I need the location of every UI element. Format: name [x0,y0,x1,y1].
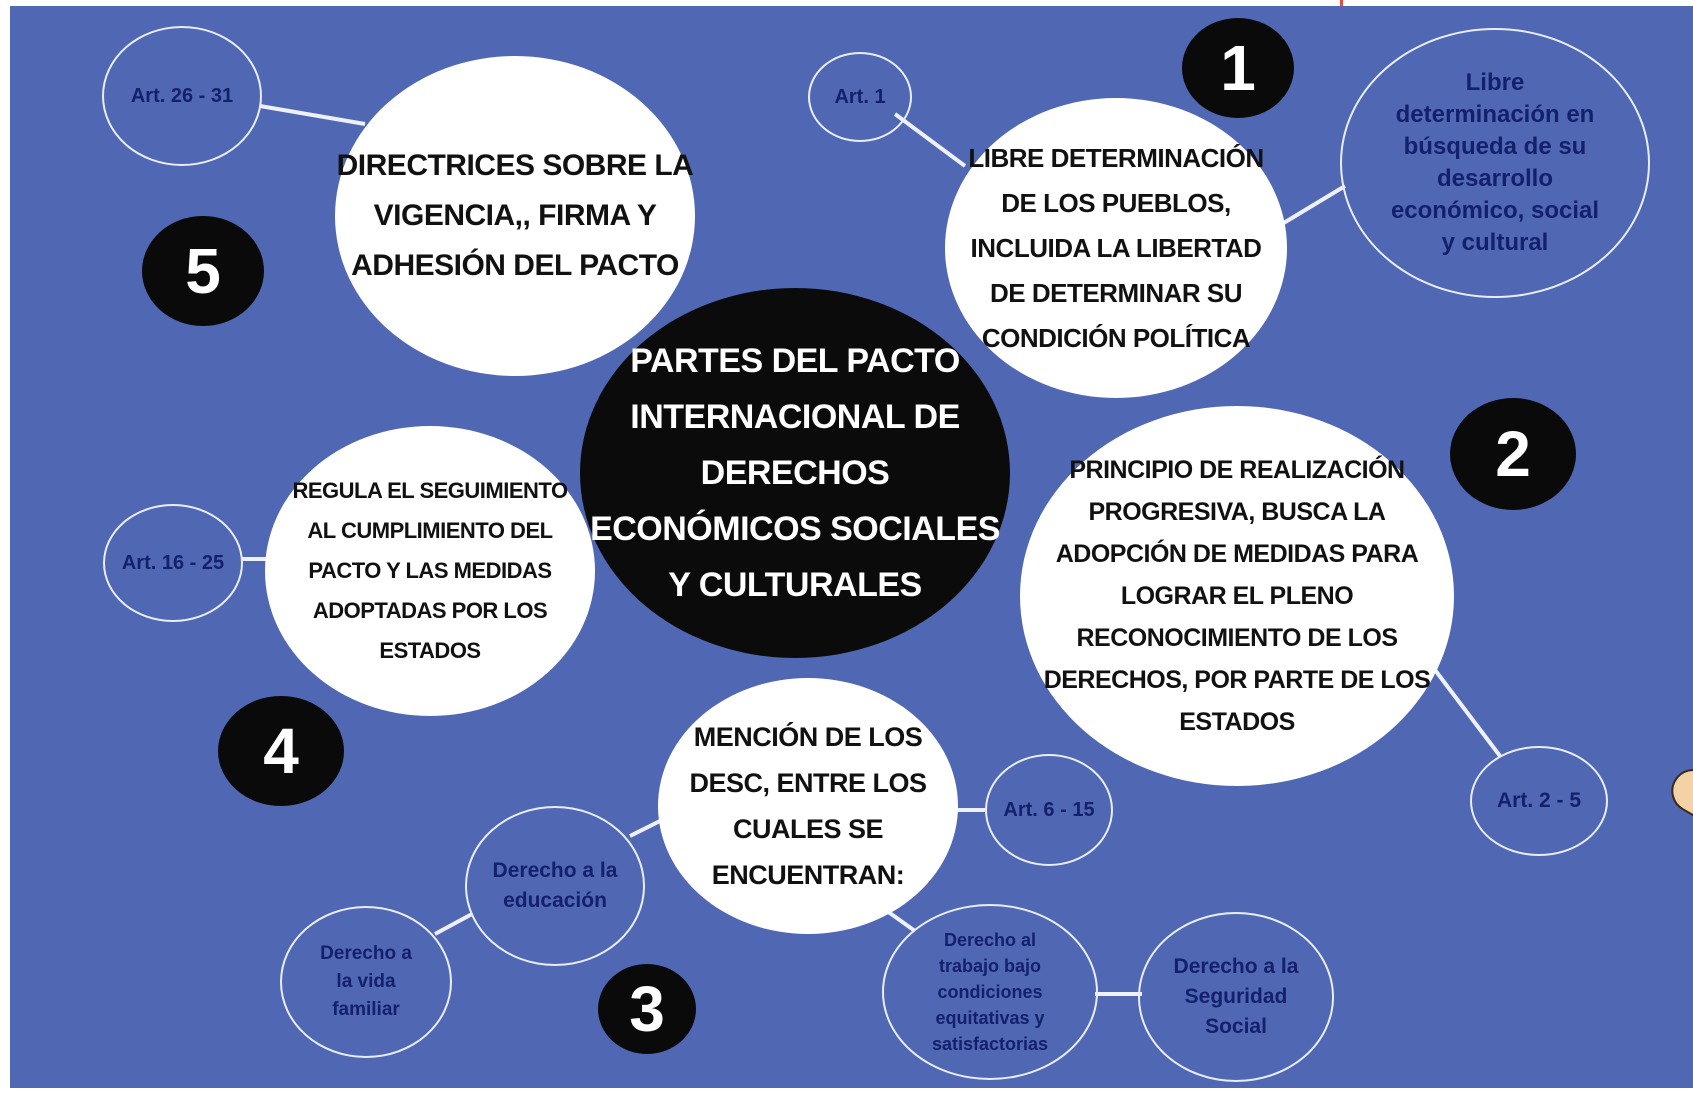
section-2-bubble: PRINCIPIO DE REALIZACIÓN PROGRESIVA, BUS… [1020,406,1454,786]
section-2-articles-label: Art. 2 - 5 [1496,789,1582,812]
section-4-number-badge: 4 [218,696,344,806]
section-1-number-badge: 1 [1182,18,1294,118]
section-3-articles-label: Art. 6 - 15 [1003,798,1095,821]
right-educacion: Derecho a la educación [465,806,645,966]
diagram-board: DIRECTRICES SOBRE LA VIGENCIA,, FIRMA Y … [10,6,1693,1088]
right-seguridad-social-text: Derecho a la Seguridad Social [1173,955,1299,1038]
center-title: PARTES DEL PACTO INTERNACIONAL DE DERECH… [590,342,1000,604]
section-3-number-badge: 3 [598,964,696,1054]
section-2-articles: Art. 2 - 5 [1470,746,1608,856]
section-5-number-badge: 5 [142,216,264,326]
connector-detail1 [1280,184,1347,226]
connector-art2 [1430,664,1502,758]
section-3-text: MENCIÓN DE LOS DESC, ENTRE LOS CUALES SE… [689,722,927,890]
section-4-articles: Art. 16 - 25 [103,504,243,622]
section-5-bubble: DIRECTRICES SOBRE LA VIGENCIA,, FIRMA Y … [335,56,695,376]
right-trabajo-text: Derecho al trabajo bajo condiciones equi… [931,930,1049,1054]
right-vida-familiar-text: Derecho a la vida familiar [320,943,412,1020]
connector-educacion [629,818,663,838]
right-vida-familiar: Derecho a la vida familiar [280,906,452,1058]
section-3-articles: Art. 6 - 15 [985,754,1113,866]
right-seguridad-social: Derecho a la Seguridad Social [1138,912,1334,1082]
section-1-number: 1 [1220,32,1256,104]
connector-art1 [893,112,967,168]
section-5-articles-label: Art. 26 - 31 [130,84,234,107]
right-educacion-text: Derecho a la educación [492,859,618,912]
connector-familiar [434,912,473,936]
section-4-text: REGULA EL SEGUIMIENTO AL CUMPLIMIENTO DE… [292,478,568,663]
section-2-text: PRINCIPIO DE REALIZACIÓN PROGRESIVA, BUS… [1043,456,1431,736]
section-1-detail-text: Libre determinación en búsqueda de su de… [1390,69,1600,256]
section-3-number: 3 [629,973,665,1045]
section-5-articles: Art. 26 - 31 [102,26,262,166]
section-5-number: 5 [185,235,221,307]
section-5-text: DIRECTRICES SOBRE LA VIGENCIA,, FIRMA Y … [336,149,694,282]
section-3-bubble: MENCIÓN DE LOS DESC, ENTRE LOS CUALES SE… [658,678,958,934]
section-1-articles-label: Art. 1 [834,85,886,108]
top-accent-mark [1340,0,1343,6]
connector-art26 [259,104,366,126]
section-4-bubble: REGULA EL SEGUIMIENTO AL CUMPLIMIENTO DE… [265,426,595,716]
section-4-articles-label: Art. 16 - 25 [121,551,225,574]
section-1-text: LIBRE DETERMINACIÓN DE LOS PUEBLOS, INCL… [968,142,1264,353]
section-4-number: 4 [263,715,299,787]
section-1-articles: Art. 1 [808,52,912,142]
center-title-bubble: PARTES DEL PACTO INTERNACIONAL DE DERECH… [580,288,1010,658]
right-trabajo: Derecho al trabajo bajo condiciones equi… [882,904,1098,1080]
section-2-number-badge: 2 [1450,398,1576,510]
section-1-detail: Libre determinación en búsqueda de su de… [1340,28,1650,298]
section-1-bubble: LIBRE DETERMINACIÓN DE LOS PUEBLOS, INCL… [945,98,1287,398]
section-2-number: 2 [1495,418,1531,490]
